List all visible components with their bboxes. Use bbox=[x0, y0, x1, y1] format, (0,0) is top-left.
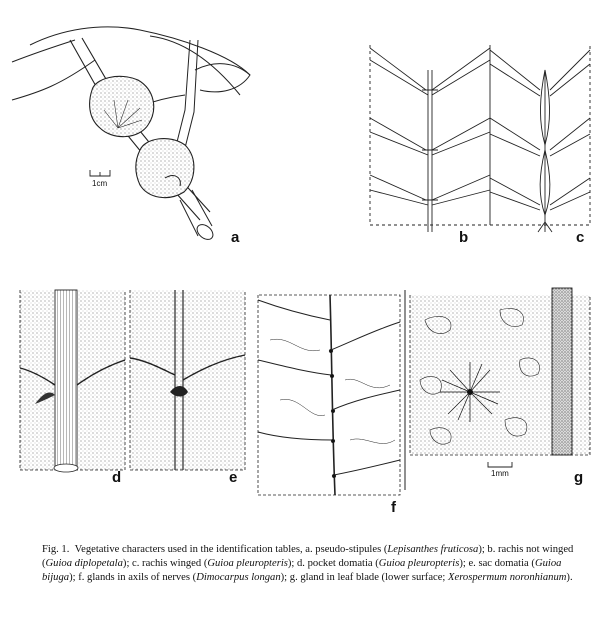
caption-species-name: Guioa bijuga bbox=[42, 558, 562, 583]
panel-label-g: g bbox=[574, 469, 584, 486]
caption-lead: Fig. 1. bbox=[42, 544, 70, 555]
caption-species-name: Guioa diplopetala bbox=[45, 558, 123, 569]
panel-b-rachis-not-winged bbox=[369, 45, 491, 232]
caption-text-segment: ); g. gland in leaf blade (lower surface… bbox=[280, 572, 449, 583]
panel-d-pocket-domatia bbox=[19, 289, 126, 473]
caption-species-name: Lepisanthes fruticosa bbox=[387, 544, 479, 555]
caption-text-segment: ); d. pocket domatia ( bbox=[287, 558, 379, 569]
panel-label-b: b bbox=[459, 229, 469, 246]
caption-text-segment: ); b. rachis not winged ( bbox=[42, 544, 574, 569]
panel-c-rachis-winged bbox=[489, 45, 591, 233]
caption-species-name: Guioa pleuropteris bbox=[378, 558, 460, 569]
panel-label-e: e bbox=[229, 469, 238, 486]
caption-body: Vegetative characters used in the identi… bbox=[42, 544, 573, 583]
caption-species-name: Guioa pleuropteris bbox=[207, 558, 288, 569]
panel-e-sac-domatia bbox=[129, 290, 246, 471]
scale-bar-label-g: 1mm bbox=[491, 469, 509, 478]
panel-label-c: c bbox=[576, 229, 585, 246]
caption-text-segment: ). bbox=[566, 572, 573, 583]
panel-label-f: f bbox=[391, 499, 396, 516]
caption-text-segment: ); f. glands in axils of nerves ( bbox=[69, 572, 197, 583]
figure-illustration bbox=[11, 26, 591, 496]
panel-a-pseudo-stipules bbox=[11, 26, 251, 240]
panel-label-d: d bbox=[112, 469, 122, 486]
panel-f-axil-glands bbox=[257, 294, 401, 496]
caption-text-segment: Vegetative characters used in the identi… bbox=[74, 544, 388, 555]
caption-text-segment: ); c. rachis winged ( bbox=[122, 558, 208, 569]
caption-species-name: Xerospermum noronhianum bbox=[448, 572, 567, 583]
scale-bar-label-a: 1cm bbox=[92, 179, 108, 188]
panel-label-a: a bbox=[231, 229, 240, 246]
caption-species-name: Dimocarpus longan bbox=[196, 572, 281, 583]
panel-g-leaf-gland bbox=[409, 287, 591, 468]
caption-text-segment: ); e. sac domatia ( bbox=[459, 558, 535, 569]
figure-caption: Fig. 1. Vegetative characters used in th… bbox=[42, 543, 587, 585]
